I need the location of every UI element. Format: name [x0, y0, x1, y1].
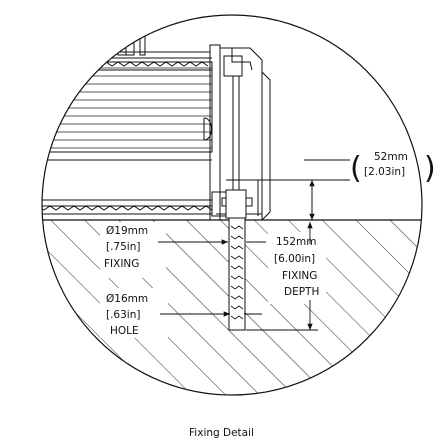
hole-diameter-imperial: [.63in] — [106, 309, 140, 321]
frame-structure — [42, 15, 271, 221]
fixing-depth-label-2: DEPTH — [284, 286, 319, 298]
figure-caption: Fixing Detail — [189, 427, 254, 439]
fixing-depth-metric: 152mm — [276, 236, 317, 248]
clearance-imperial: [2.03in] — [364, 166, 405, 178]
clearance-bracket-right: ) — [424, 151, 436, 186]
fixing-diameter-metric: Ø19mm — [106, 225, 148, 237]
fixing-diameter-label: FIXING — [104, 258, 139, 270]
fixing-depth-label-1: FIXING — [282, 270, 317, 282]
clearance-metric: 52mm — [374, 151, 408, 163]
clearance-bracket-left: ( — [350, 151, 362, 186]
anchor-fixing — [225, 189, 247, 331]
ground-hatching — [42, 220, 422, 395]
clearance-dimension — [246, 159, 350, 220]
detail-circle-outline — [41, 14, 423, 396]
fixing-diameter-imperial: [.75in] — [106, 241, 140, 253]
fixing-depth-imperial: [6.00in] — [274, 253, 315, 265]
fixing-depth-dimension — [246, 222, 318, 331]
hole-diameter-metric: Ø16mm — [106, 293, 148, 305]
hole-diameter-label: HOLE — [110, 325, 139, 337]
